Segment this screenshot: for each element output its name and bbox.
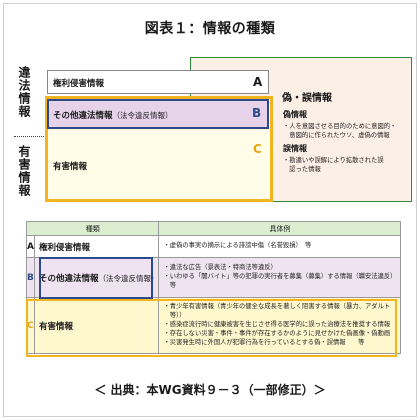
- box-b-sublabel: （法令違反情報）: [112, 111, 173, 120]
- row-category: その他違法情報: [38, 273, 99, 284]
- other-illegal-box: [47, 99, 269, 129]
- example-line: ・感染症流行時に健康被害を生じさせ得る医学的に誤った治療法を推奨する情報: [163, 321, 391, 329]
- table-row: B その他違法情報（法令違反情報） ・違法な広告（景表法・特商法等違反） ・いわ…: [26, 257, 402, 298]
- box-b-label: その他違法情報: [53, 111, 113, 121]
- category-divider: [14, 136, 44, 137]
- misinfo-desc-line-2: 認った情報: [283, 166, 321, 173]
- box-b-letter: B: [252, 106, 262, 120]
- row-examples: ・違法な広告（景表法・特商法等違反） ・いわゆる「闇バイト」等の犯罪の実行者を募…: [158, 257, 402, 298]
- figure-frame: [3, 3, 417, 417]
- illegal-info-label: 違法情報: [17, 66, 31, 118]
- info-type-table: 種類 具体例 A 権利侵害情報 ・虚偽の事実の摘示による誹謗中傷（名誉毀損） 等…: [25, 221, 402, 354]
- misinformation-title: 偽・誤情報: [282, 93, 332, 104]
- box-a-label: 権利侵害情報: [53, 79, 105, 89]
- row-examples: ・虚偽の事実の摘示による誹謗中傷（名誉毀損） 等: [158, 235, 402, 258]
- harmful-info-label: 有害情報: [17, 145, 31, 197]
- row-letter: B: [26, 257, 35, 298]
- example-line: ・虚偽の事実の摘示による誹謗中傷（名誉毀損） 等: [163, 242, 312, 250]
- row-letter: C: [26, 297, 35, 354]
- row-category-sub: （法令違反情報）: [98, 273, 159, 283]
- table-header-examples: 具体例: [158, 221, 402, 236]
- table-row: C 有害情報 ・青少年有害情報（青少年の健全な成長を著しく阻害する情報（暴力、ア…: [26, 297, 402, 354]
- row-category: 権利侵害情報: [33, 235, 160, 258]
- example-line: ・青少年有害情報（青少年の健全な成長を著しく阻害する情報（暴力、アダルト: [163, 303, 391, 311]
- source-caption: ＜ 出典：本WG資料９－３（一部修正）＞: [94, 383, 326, 397]
- row-letter: A: [26, 235, 35, 258]
- rights-infringement-box: [47, 70, 269, 94]
- box-c-label: 有害情報: [53, 162, 88, 172]
- box-c-letter: C: [253, 142, 262, 156]
- example-line: ・存在しない災害・事件・事件が存在するかのように見せかけた偽画像・偽動画: [163, 329, 391, 337]
- row-examples: ・青少年有害情報（青少年の健全な成長を著しく阻害する情報（暴力、アダルト 等））…: [158, 297, 402, 354]
- disinformation-heading: 偽情報: [283, 110, 307, 119]
- disinformation-desc-line-1: ・人を意図させる目的のために意図的・: [283, 123, 397, 130]
- disinformation-desc-line-2: 意図的に作られたウソ、虚偽の情報: [283, 132, 390, 139]
- figure-title: 図表１：情報の種類: [144, 21, 276, 37]
- example-line: ・いわゆる「闇バイト」等の犯罪の実行者を募集（募集）する情報（職安法違反）: [163, 273, 397, 281]
- table-row: A 権利侵害情報 ・虚偽の事実の摘示による誹謗中傷（名誉毀損） 等: [26, 235, 402, 258]
- example-line: 等））: [163, 312, 186, 320]
- example-line: ・違法な広告（景表法・特商法等違反）: [163, 264, 277, 272]
- row-category-group: その他違法情報（法令違反情報）: [33, 257, 160, 298]
- box-b-label-group: その他違法情報（法令違反情報）: [53, 109, 173, 121]
- example-line: ・災害発生時に外国人が犯罪行為を行っているとする偽・誤情報 等: [163, 338, 365, 346]
- misinfo-desc-line-1: ・勘違いや誤解により拡散された誤: [283, 157, 384, 164]
- row-category: 有害情報: [33, 297, 160, 354]
- example-line: 等: [163, 281, 177, 289]
- table-header-type: 種類: [25, 221, 160, 236]
- misinfo-heading: 誤情報: [283, 144, 307, 153]
- box-a-letter: A: [253, 75, 263, 89]
